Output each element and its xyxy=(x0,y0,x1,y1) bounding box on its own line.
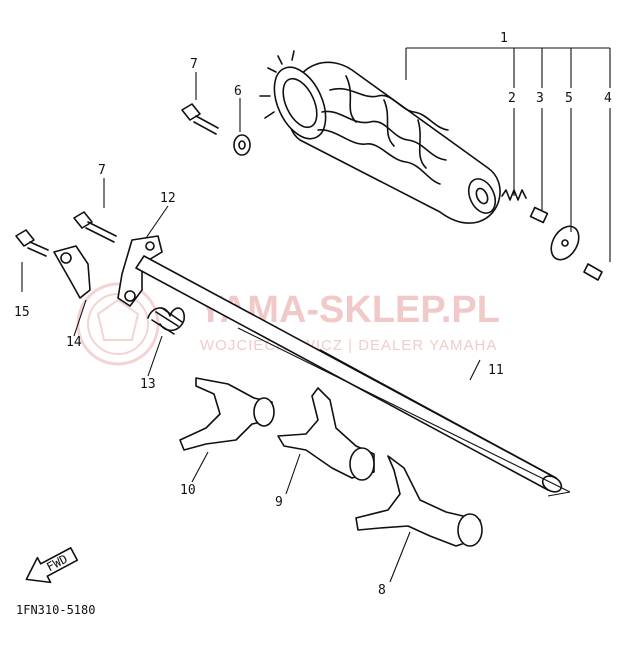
stopper-bolts xyxy=(15,72,251,292)
callout-6: 6 xyxy=(234,84,242,99)
callout-8: 8 xyxy=(378,583,386,598)
callout-12: 12 xyxy=(160,191,176,206)
callout-14: 14 xyxy=(66,335,82,350)
callout-3: 3 xyxy=(536,91,544,106)
callout-7b: 7 xyxy=(98,163,106,178)
drum-detent-parts xyxy=(501,189,603,281)
shift-fork-9 xyxy=(277,387,375,495)
shift-drum xyxy=(259,50,501,224)
shift-fork-8 xyxy=(355,455,483,583)
callout-10: 10 xyxy=(180,483,196,498)
guide-bar xyxy=(135,255,571,497)
callout-11: 11 xyxy=(488,363,504,378)
diagram-code: 1FN310-5180 xyxy=(16,603,95,617)
watermark-subtitle: WOJCIECHOWICZ | DEALER YAMAHA xyxy=(200,337,497,354)
callout-1: 1 xyxy=(500,31,508,46)
fwd-arrow-icon: FWD xyxy=(25,547,79,584)
callout-7a: 7 xyxy=(190,57,198,72)
callout-13: 13 xyxy=(140,377,156,392)
callout-2: 2 xyxy=(508,91,516,106)
callout-9: 9 xyxy=(275,495,283,510)
callout-15: 15 xyxy=(14,305,30,320)
shift-fork-10 xyxy=(179,377,275,483)
callout-5: 5 xyxy=(565,91,573,106)
watermark: YAMA-SKLEP.PL WOJCIECHOWICZ | DEALER YAM… xyxy=(76,282,500,366)
callout-labels: 1 2 3 4 5 6 7 7 8 9 10 11 12 13 14 15 xyxy=(14,31,612,598)
stopper-assembly xyxy=(53,205,185,377)
callout-leaders-drum xyxy=(405,47,611,262)
callout-4: 4 xyxy=(604,91,612,106)
